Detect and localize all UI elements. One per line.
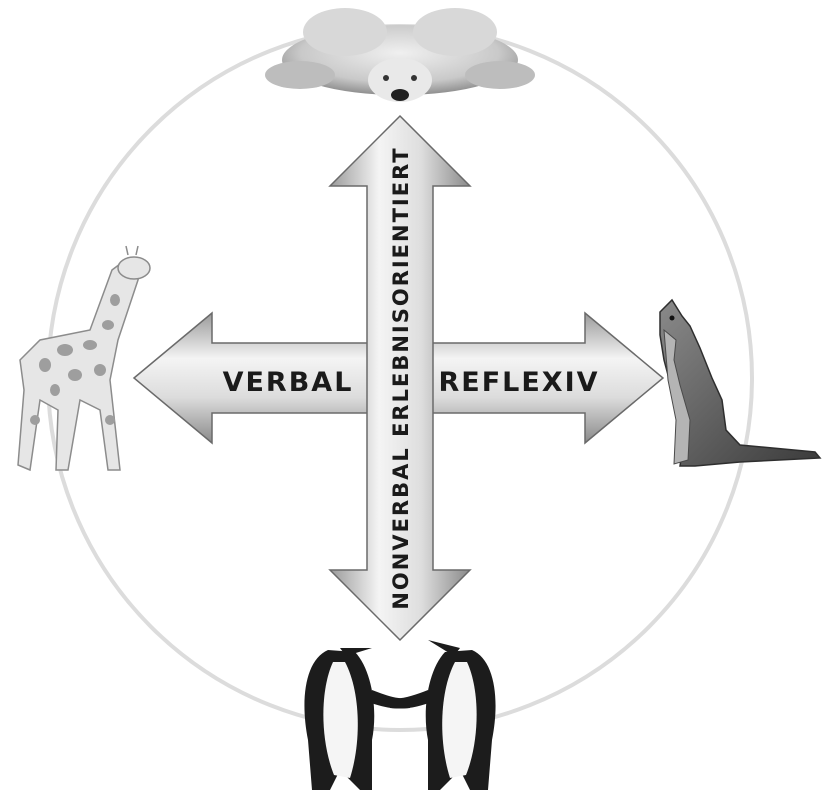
giraffe-icon xyxy=(18,246,150,470)
penguins-icon xyxy=(304,640,495,790)
wolf-icon xyxy=(660,300,820,466)
verbal-label: VERBAL xyxy=(223,367,354,398)
polar-bear-icon xyxy=(265,8,535,102)
vertical-label: NONVERBAL ERLEBNISORIENTIERT xyxy=(389,146,413,609)
reflexiv-label: REFLEXIV xyxy=(438,367,599,398)
